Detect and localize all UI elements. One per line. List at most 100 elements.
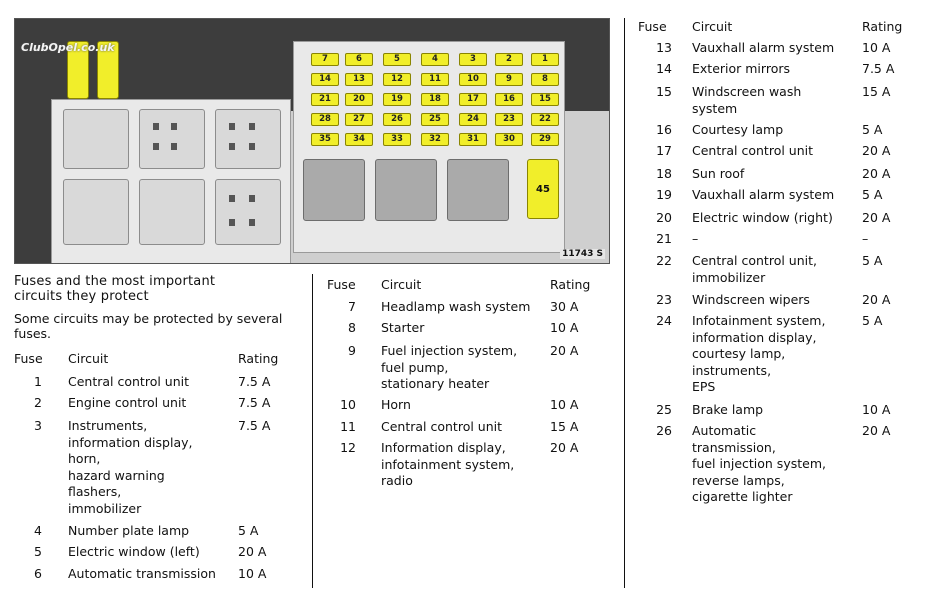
relay-pin <box>229 123 235 130</box>
circuit-line: horn, <box>68 451 101 466</box>
fuse-number: 7 <box>348 299 356 314</box>
circuit-line: Infotainment system, <box>692 313 826 328</box>
circuit-line: Number plate lamp <box>68 523 190 538</box>
fuse-28: 28 <box>311 113 339 126</box>
circuit-line: Brake lamp <box>692 402 764 417</box>
relay-pin <box>249 123 255 130</box>
relay-pin <box>249 219 255 226</box>
circuit-line: fuel injection system, <box>692 456 826 471</box>
fuse-27: 27 <box>345 113 373 126</box>
circuit-line: Information display, <box>381 440 506 455</box>
circuit-line: Instruments, <box>68 418 148 433</box>
fuse-rating: 20 A <box>862 292 891 307</box>
circuit-description: Engine control unit <box>68 395 186 412</box>
col2-header-circuit: Circuit <box>381 277 422 292</box>
relay-pin <box>171 143 177 150</box>
relay-socket <box>447 159 509 221</box>
circuit-line: system <box>692 100 738 116</box>
fuse-number: 14 <box>656 61 672 76</box>
fuse-number: 5 <box>34 544 42 559</box>
circuit-line: Electric window (left) <box>68 544 200 559</box>
fuse-10: 10 <box>459 73 487 86</box>
fuse-20: 20 <box>345 93 373 106</box>
relay-block <box>139 109 205 169</box>
fuse-14: 14 <box>311 73 339 86</box>
fuse-26: 26 <box>383 113 411 126</box>
fuse-rating: 20 A <box>862 166 891 181</box>
circuit-description: Vauxhall alarm system <box>692 187 834 204</box>
fuse-19: 19 <box>383 93 411 106</box>
fuse-number: 21 <box>656 231 672 246</box>
fuse-number: 1 <box>34 374 42 389</box>
fuse-number: 22 <box>656 253 672 268</box>
circuit-line: flashers, <box>68 484 122 499</box>
circuit-line: immobilizer <box>68 500 142 516</box>
section-note: Some circuits may be protected by severa… <box>14 311 306 341</box>
circuit-description: Vauxhall alarm system <box>692 40 834 57</box>
col3-header-rating: Rating <box>862 19 903 34</box>
circuit-description: Courtesy lamp <box>692 122 783 139</box>
circuit-description: Brake lamp <box>692 402 763 419</box>
fuse-13: 13 <box>345 73 373 86</box>
circuit-line: Vauxhall alarm system <box>692 40 835 55</box>
circuit-line: reverse lamps, <box>692 472 785 488</box>
fuse-rating: 5 A <box>862 122 883 137</box>
fuse-rating: 30 A <box>550 299 579 314</box>
relay-block <box>63 109 129 169</box>
section-note-line: Some circuits may be protected by severa… <box>14 311 283 326</box>
fuse-rating: 7.5 A <box>238 418 271 433</box>
circuit-line: Electric window (right) <box>692 210 833 225</box>
fuse-1: 1 <box>531 53 559 66</box>
relay-pin <box>229 143 235 150</box>
circuit-description: Automatic transmission <box>68 566 216 583</box>
fuse-number: 18 <box>656 166 672 181</box>
fuse-15: 15 <box>531 93 559 106</box>
circuit-description: Horn <box>381 397 411 414</box>
fuse-23: 23 <box>495 113 523 126</box>
circuit-description: Instruments,information display,horn,haz… <box>68 418 192 517</box>
watermark-logo: ClubOpel.co.uk <box>21 41 115 54</box>
fuse-18: 18 <box>421 93 449 106</box>
fuse-45: 45 <box>527 159 559 219</box>
fuse-34: 34 <box>345 133 373 146</box>
fuse-number: 24 <box>656 313 672 328</box>
fuse-rating: 10 A <box>550 320 579 335</box>
circuit-line: Central control unit <box>68 374 190 389</box>
circuit-line: Starter <box>381 320 425 335</box>
fuse-number: 19 <box>656 187 672 202</box>
circuit-description: Central control unit <box>381 419 502 436</box>
fuse-rating: 5 A <box>238 523 259 538</box>
fuse-number: 23 <box>656 292 672 307</box>
relay-socket <box>375 159 437 221</box>
circuit-line: cigarette lighter <box>692 489 793 504</box>
fuse-number: 13 <box>656 40 672 55</box>
circuit-description: Central control unit <box>692 143 813 160</box>
fuse-rating: 10 A <box>550 397 579 412</box>
fuse-rating: 20 A <box>550 343 579 358</box>
circuit-line: fuel pump, <box>381 359 449 375</box>
fuse-number: 10 <box>340 397 356 412</box>
circuit-line: hazard warning <box>68 467 165 483</box>
fuse-number: 3 <box>34 418 42 433</box>
relay-pin <box>153 123 159 130</box>
relay-pin <box>229 219 235 226</box>
circuit-line: immobilizer <box>692 269 766 285</box>
fuse-11: 11 <box>421 73 449 86</box>
circuit-description: Electric window (left) <box>68 544 200 561</box>
fuse-number: 11 <box>340 419 356 434</box>
circuit-line: EPS <box>692 379 716 394</box>
fuse-number: 20 <box>656 210 672 225</box>
column-divider <box>624 18 625 588</box>
circuit-description: Fuel injection system,fuel pump,stationa… <box>381 343 517 393</box>
fuse-number: 17 <box>656 143 672 158</box>
fuse-rating: 20 A <box>862 210 891 225</box>
col3-header-fuse: Fuse <box>638 19 667 34</box>
fuse-rating: 20 A <box>238 544 267 559</box>
fuse-number: 6 <box>34 566 42 581</box>
fuse-rating: 5 A <box>862 187 883 202</box>
relay-socket <box>303 159 365 221</box>
fuse-35: 35 <box>311 133 339 146</box>
fuse-rating: 15 A <box>550 419 579 434</box>
